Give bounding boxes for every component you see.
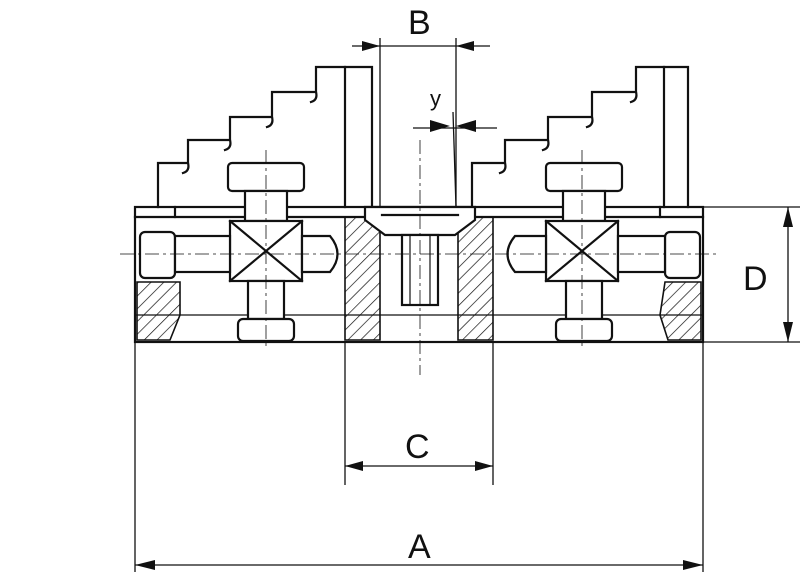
dimension-label-c: C <box>405 428 430 466</box>
left-stepped-jaw <box>156 65 374 209</box>
dimension-label-y: y <box>430 86 441 111</box>
dimension-label-d: D <box>743 260 768 298</box>
dimension-c <box>344 342 494 485</box>
right-stepped-jaw <box>470 65 690 209</box>
center-lines <box>120 140 720 375</box>
dimension-d <box>703 206 800 343</box>
right-bolt-assembly <box>506 161 702 343</box>
dimension-label-a: A <box>408 528 431 566</box>
dimension-b <box>352 38 490 207</box>
dimension-y <box>413 111 497 208</box>
hatched-sections <box>136 216 702 341</box>
dimension-label-b: B <box>408 4 431 42</box>
dimension-a <box>134 342 704 572</box>
